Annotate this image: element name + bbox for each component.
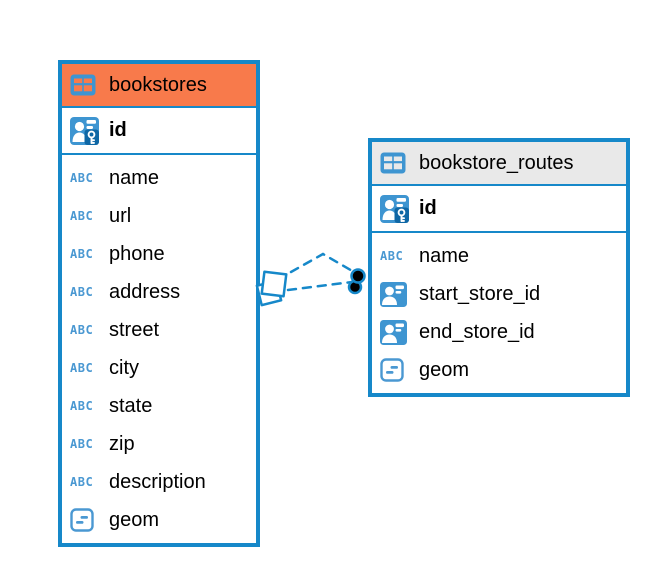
column-row[interactable]: ABC address <box>62 273 256 311</box>
text-type-icon: ABC <box>70 475 94 489</box>
column-name: city <box>109 356 139 379</box>
entity-table-bookstores[interactable]: bookstores id A <box>58 60 260 547</box>
column-name: address <box>109 280 181 303</box>
column-row[interactable]: ABC street <box>62 311 256 349</box>
overlapping-squares-marker[interactable] <box>255 270 288 307</box>
primary-key-icon <box>70 116 100 145</box>
column-name: street <box>109 318 160 341</box>
pk-column-name: id <box>109 119 127 141</box>
column-row[interactable]: ABC description <box>62 463 256 501</box>
column-name: state <box>109 394 153 417</box>
column-name: geom <box>109 508 160 531</box>
column-list: ABC name ABC url ABC phone ABC address A… <box>62 155 256 543</box>
column-row[interactable]: ABC url <box>62 197 256 235</box>
text-type-icon: ABC <box>70 323 94 337</box>
column-name: description <box>109 470 206 493</box>
column-name: url <box>109 204 132 227</box>
table-header-bookstores[interactable]: bookstores <box>62 64 256 108</box>
column-row[interactable]: end_store_id <box>372 313 626 351</box>
filled-circle-marker[interactable] <box>347 268 366 295</box>
geometry-type-icon <box>70 508 100 532</box>
column-row-pk[interactable]: id <box>62 108 256 155</box>
pk-column-name: id <box>419 197 437 219</box>
text-type-icon: ABC <box>70 285 94 299</box>
column-name: geom <box>419 358 470 381</box>
foreign-key-icon <box>380 319 410 345</box>
column-name: end_store_id <box>419 320 535 343</box>
entity-table-bookstore-routes[interactable]: bookstore_routes id <box>368 138 630 397</box>
primary-key-icon <box>380 194 410 223</box>
geometry-type-icon <box>380 358 410 382</box>
relation-line-lower[interactable] <box>286 280 354 292</box>
column-row[interactable]: ABC phone <box>62 235 256 273</box>
relation-line-upper[interactable] <box>289 252 356 274</box>
text-type-icon: ABC <box>70 209 94 223</box>
text-type-icon: ABC <box>380 249 404 263</box>
text-type-icon: ABC <box>70 437 94 451</box>
text-type-icon: ABC <box>70 361 94 375</box>
text-type-icon: ABC <box>70 171 94 185</box>
column-row[interactable]: ABC name <box>372 237 626 275</box>
column-name: phone <box>109 242 165 265</box>
table-header-bookstore-routes[interactable]: bookstore_routes <box>372 142 626 186</box>
column-row[interactable]: geom <box>62 501 256 539</box>
table-icon <box>380 152 410 174</box>
table-title: bookstores <box>109 73 207 96</box>
text-type-icon: ABC <box>70 247 94 261</box>
column-name: name <box>419 244 470 267</box>
column-row[interactable]: ABC name <box>62 159 256 197</box>
column-name: start_store_id <box>419 282 541 305</box>
column-row[interactable]: geom <box>372 351 626 389</box>
column-row[interactable]: ABC city <box>62 349 256 387</box>
foreign-key-icon <box>380 281 410 307</box>
table-title: bookstore_routes <box>419 151 574 174</box>
column-row[interactable]: ABC state <box>62 387 256 425</box>
column-name: zip <box>109 432 135 455</box>
text-type-icon: ABC <box>70 399 94 413</box>
column-row[interactable]: start_store_id <box>372 275 626 313</box>
table-icon <box>70 74 100 96</box>
column-name: name <box>109 166 160 189</box>
column-list: ABC name start_store_id <box>372 233 626 393</box>
column-row-pk[interactable]: id <box>372 186 626 233</box>
column-row[interactable]: ABC zip <box>62 425 256 463</box>
